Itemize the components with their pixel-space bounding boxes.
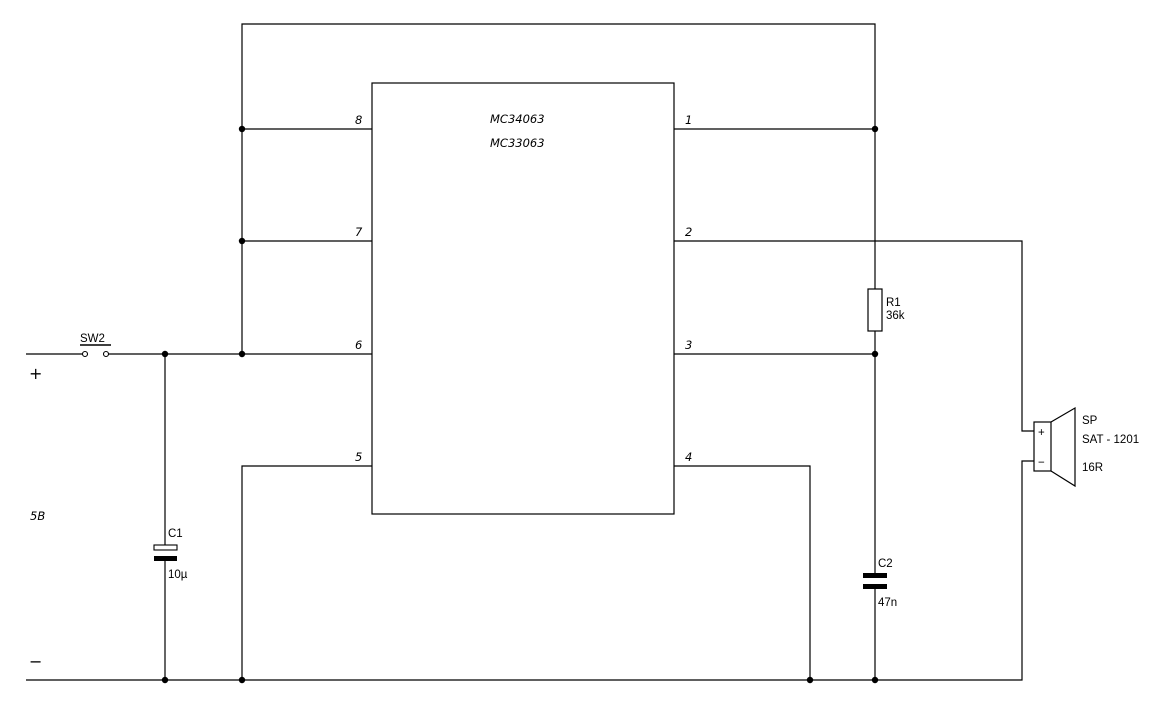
- speaker-plus-mark: +: [1038, 427, 1045, 439]
- pin-2-label: 2: [685, 225, 692, 239]
- speaker-body: [1033, 421, 1052, 472]
- switch-contact-left: [81, 350, 89, 358]
- pin-1-label: 1: [685, 113, 692, 127]
- junction-dot: [238, 676, 246, 684]
- pin-8-label: 8: [355, 113, 362, 127]
- junction-dot: [871, 676, 879, 684]
- junction-dot: [806, 676, 814, 684]
- pin-4-label: 4: [685, 450, 692, 464]
- switch-ref-label: SW2: [80, 333, 105, 345]
- c1-negative-plate: [154, 556, 177, 561]
- junction-dot: [238, 237, 246, 245]
- c1-ref-label: C1: [168, 528, 183, 540]
- speaker-ref-label: SP: [1082, 415, 1098, 427]
- supply-voltage-label: 5B: [30, 509, 45, 523]
- r1-ref-label: R1: [886, 297, 901, 309]
- supply-plus-label: +: [29, 364, 42, 383]
- pin-6-label: 6: [355, 338, 362, 352]
- c2-plate-top: [863, 573, 887, 578]
- junction-dot: [871, 125, 879, 133]
- junction-dot: [161, 350, 169, 358]
- switch-contact-right: [102, 350, 110, 358]
- junction-dot: [238, 350, 246, 358]
- ic-body: [371, 82, 675, 515]
- c2-value-label: 47n: [878, 597, 897, 609]
- c1-value-label: 10µ: [168, 569, 188, 581]
- ic-part-number-2: MC33063: [490, 136, 545, 150]
- speaker-minus-mark: −: [1038, 457, 1045, 469]
- c2-plate-bottom: [863, 584, 887, 589]
- wire-pin4: [674, 465, 811, 680]
- junction-dot: [161, 676, 169, 684]
- speaker-model-label: SAT - 1201: [1082, 434, 1139, 446]
- wire-top-loop: [241, 23, 876, 129]
- wire-pin5: [241, 465, 372, 680]
- pin-7-label: 7: [355, 225, 363, 239]
- speaker-impedance-label: 16R: [1082, 462, 1103, 474]
- r1-value-label: 36k: [886, 310, 905, 322]
- junction-dot: [871, 350, 879, 358]
- wire-ground-rail: [26, 460, 1034, 681]
- pin-5-label: 5: [355, 450, 362, 464]
- c1-positive-plate: [153, 544, 178, 551]
- r1-body: [867, 288, 883, 332]
- speaker-cone: [1050, 406, 1076, 488]
- junction-dot: [238, 125, 246, 133]
- c2-ref-label: C2: [878, 558, 893, 570]
- ic-part-number-1: MC34063: [490, 112, 545, 126]
- pin-3-label: 3: [685, 338, 692, 352]
- wire-pin2: [674, 240, 1034, 432]
- supply-minus-label: −: [29, 652, 42, 671]
